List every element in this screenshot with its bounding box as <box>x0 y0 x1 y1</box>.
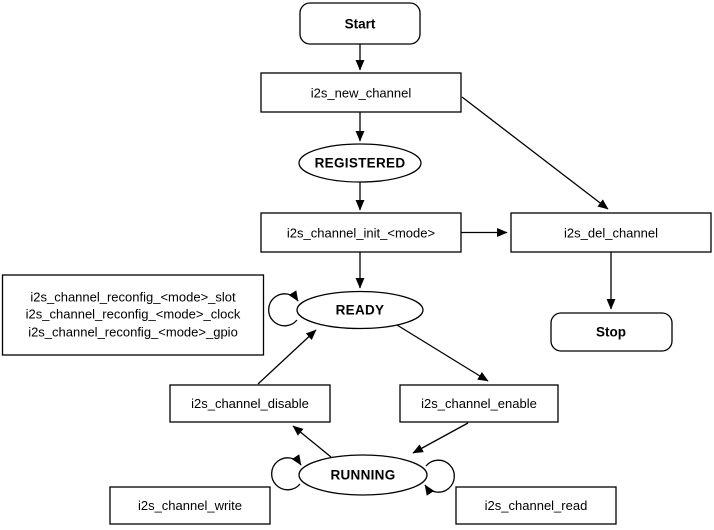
stop-node <box>550 312 673 352</box>
disable-node <box>169 384 331 423</box>
running-right-self-loop <box>424 459 455 496</box>
del-channel-node <box>510 212 712 253</box>
start-label: Start <box>345 17 376 32</box>
ready-state-label: READY <box>336 303 385 318</box>
start-node <box>299 2 421 45</box>
running-state-label: RUNNING <box>330 468 395 483</box>
running-state-node <box>298 454 428 496</box>
read-node <box>455 486 617 525</box>
init-node <box>260 212 462 253</box>
enable-node <box>399 384 559 423</box>
registered-state-label: REGISTERED <box>315 156 406 171</box>
init-label: i2s_channel_init_<mode> <box>287 225 435 240</box>
edge-disable-to-ready <box>257 329 317 385</box>
enable-label: i2s_channel_enable <box>421 396 537 411</box>
registered-state-node <box>298 143 422 183</box>
ready-state-node <box>296 290 424 330</box>
edge-enable-to-running <box>412 422 469 454</box>
reconfig-slot-label: i2s_channel_reconfig_<mode>_slot <box>30 289 236 304</box>
labels: Start i2s_new_channel REGISTERED i2s_cha… <box>26 17 658 513</box>
self-loops <box>268 290 455 496</box>
write-node <box>109 486 271 525</box>
reconfig-label-node <box>1 274 265 356</box>
new-channel-label: i2s_new_channel <box>311 85 412 100</box>
ready-self-loop <box>268 290 299 327</box>
new-channel-node <box>260 72 462 113</box>
running-left-self-loop <box>271 454 302 491</box>
edge-running-to-disable <box>292 425 332 458</box>
stop-label: Stop <box>596 325 626 340</box>
read-label: i2s_channel_read <box>485 498 588 513</box>
reconfig-clock-label: i2s_channel_reconfig_<mode>_clock <box>26 306 241 321</box>
edge-new-channel-to-del-channel <box>461 96 609 210</box>
edges <box>257 44 616 458</box>
del-channel-label: i2s_del_channel <box>564 225 658 240</box>
reconfig-gpio-label: i2s_channel_reconfig_<mode>_gpio <box>28 324 238 339</box>
disable-label: i2s_channel_disable <box>191 396 309 411</box>
edge-ready-to-enable <box>396 324 489 382</box>
write-label: i2s_channel_write <box>138 498 242 513</box>
